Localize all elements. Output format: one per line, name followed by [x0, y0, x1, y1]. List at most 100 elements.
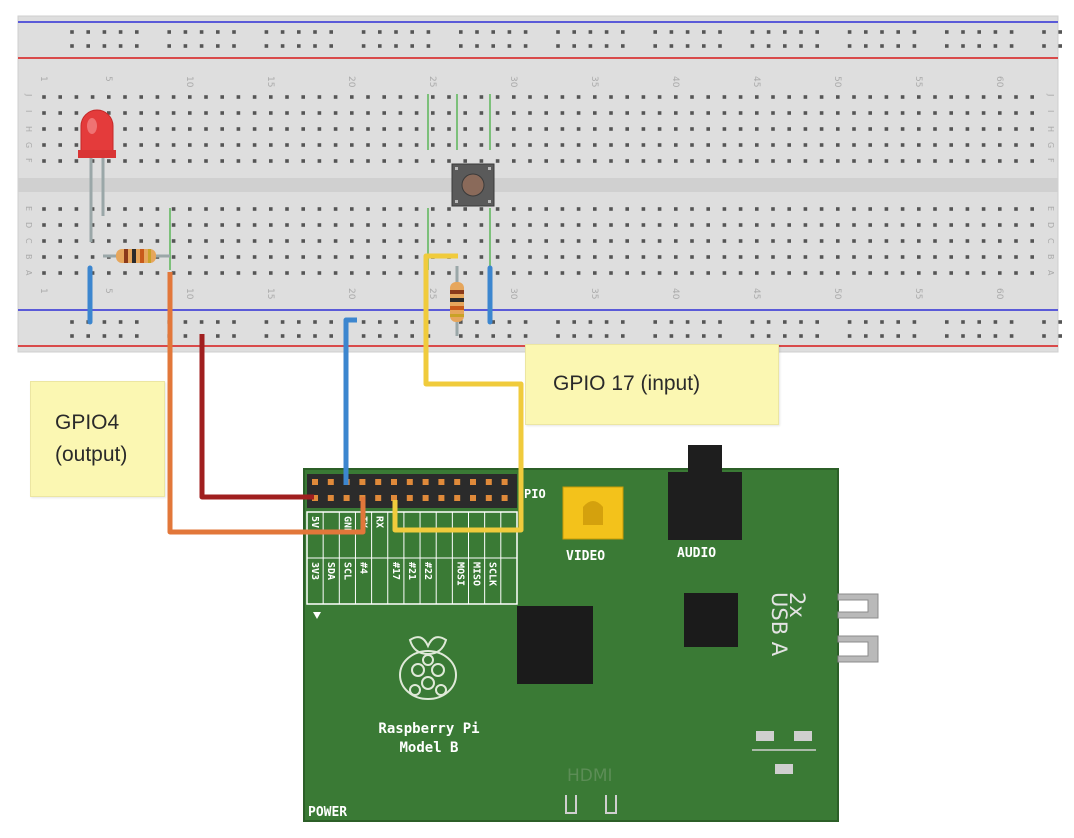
resistor-button — [450, 266, 464, 336]
header-pin — [422, 495, 429, 501]
header-pin — [391, 495, 397, 501]
header-pin — [438, 495, 445, 501]
column-number: 20 — [346, 76, 356, 88]
row-letter: A — [1046, 270, 1055, 276]
pin-label: MOSI — [454, 562, 465, 586]
header-pin — [375, 479, 382, 485]
row-letter: G — [24, 142, 33, 148]
usb-ports: 2x USB A — [767, 592, 879, 663]
column-number: 25 — [427, 288, 437, 299]
header-pin — [312, 495, 318, 501]
video-label: VIDEO — [566, 549, 605, 564]
gpio4-note: GPIO4 (output) — [30, 381, 165, 497]
column-number: 50 — [832, 76, 842, 88]
row-letter: E — [1046, 206, 1055, 211]
column-number: 30 — [508, 76, 518, 88]
row-letter: H — [1046, 126, 1055, 132]
soc-chip — [517, 606, 593, 684]
hdmi-connector-left — [565, 795, 577, 814]
header-pin — [327, 479, 334, 485]
gpio4-note-title: GPIO4 — [55, 411, 120, 434]
row-letter: F — [1046, 158, 1055, 163]
column-number: 50 — [832, 288, 842, 300]
column-number: 35 — [589, 288, 599, 299]
pin-label: GND — [341, 516, 352, 534]
column-number: 60 — [994, 76, 1004, 88]
header-pin — [470, 495, 476, 501]
smd-component — [794, 731, 812, 741]
column-number: 5 — [103, 76, 113, 82]
usb-count-label: 2x — [785, 592, 809, 618]
row-letter: E — [24, 206, 33, 211]
yellow-wire-gpio17 — [392, 253, 524, 533]
smd-component — [756, 731, 774, 741]
resistor-led — [103, 249, 170, 263]
header-pin — [470, 479, 476, 485]
column-number: 15 — [265, 288, 275, 299]
header-pin — [438, 479, 445, 485]
header-pin — [454, 479, 461, 485]
pin-label: SCLK — [487, 562, 498, 586]
row-letter: I — [24, 110, 33, 112]
row-letter: F — [24, 158, 33, 163]
header-pin — [312, 479, 318, 485]
column-number: 15 — [265, 76, 275, 87]
pio-label: PIO — [524, 487, 546, 501]
row-letter: H — [24, 126, 33, 132]
power-label: POWER — [308, 805, 347, 820]
column-number: 35 — [589, 76, 599, 87]
pin-label: #22 — [422, 562, 433, 580]
column-number: 40 — [670, 288, 680, 300]
column-number: 5 — [103, 288, 113, 294]
column-number: 40 — [670, 76, 680, 88]
header-pin — [391, 479, 397, 485]
column-number: 55 — [913, 76, 923, 87]
smd-component — [775, 764, 793, 774]
blue-wire-power — [343, 317, 357, 485]
header-pin — [454, 495, 461, 501]
row-letter: J — [1046, 93, 1055, 96]
row-letter: C — [24, 238, 33, 244]
audio-jack: AUDIO — [668, 445, 742, 561]
row-letter: A — [24, 270, 33, 276]
header-pin — [485, 479, 492, 485]
row-letter: G — [1046, 142, 1055, 148]
pin-label: #21 — [406, 562, 417, 580]
gpio17-note-text: GPIO 17 (input) — [553, 372, 701, 395]
pin-label: 5V — [309, 516, 320, 528]
darkred-wire-ground — [199, 334, 314, 500]
wires — [87, 253, 524, 535]
column-number: 25 — [427, 76, 437, 87]
model-variant: Model B — [399, 740, 458, 756]
pin-label: MISO — [471, 562, 482, 586]
row-letter: C — [1046, 238, 1055, 244]
led — [78, 109, 116, 242]
hdmi-label: HDMI — [567, 766, 613, 786]
header-pin — [422, 479, 429, 485]
column-number: 20 — [346, 288, 356, 300]
gpio4-note-role: (output) — [55, 443, 128, 466]
row-letter: J — [24, 93, 33, 96]
column-number: 55 — [913, 288, 923, 299]
usb-type-label: USB A — [767, 592, 791, 657]
header-pin — [343, 495, 350, 501]
header-pins — [312, 479, 508, 501]
header-pin — [375, 495, 382, 501]
row-letter: B — [24, 254, 33, 260]
header-pin — [485, 495, 492, 501]
column-number: 45 — [751, 288, 761, 299]
video-connector: VIDEO — [562, 486, 624, 564]
gpio17-note: GPIO 17 (input) — [525, 344, 779, 425]
row-letter: B — [1046, 254, 1055, 260]
model-name: Raspberry Pi — [378, 721, 479, 737]
column-number: 10 — [184, 76, 194, 88]
header-pin — [327, 495, 334, 501]
header-pin — [406, 495, 413, 501]
header-pin — [501, 495, 508, 501]
header-pin — [359, 479, 366, 485]
